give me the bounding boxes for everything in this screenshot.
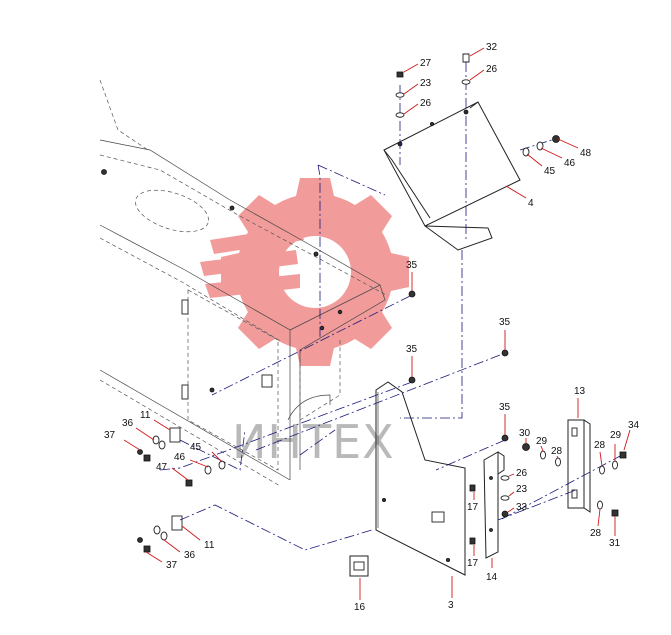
callout-35: 35 — [499, 317, 511, 328]
callout-28: 28 — [594, 440, 606, 451]
callout-28: 28 — [590, 528, 602, 539]
watermark-text: ИНТЕХ — [232, 415, 395, 469]
callout-27: 27 — [420, 58, 432, 69]
hardware — [137, 53, 627, 553]
callout-29: 29 — [610, 430, 622, 441]
callout-3: 3 — [448, 600, 454, 611]
leader-lines — [123, 47, 631, 600]
callout-33: 33 — [516, 502, 528, 513]
callout-46: 46 — [174, 452, 186, 463]
callout-31: 31 — [609, 538, 621, 549]
callout-45: 45 — [544, 166, 556, 177]
part-13-channel — [567, 419, 591, 513]
callout-11: 11 — [140, 410, 151, 421]
gear-watermark-icon — [200, 178, 409, 366]
callout-47: 47 — [156, 462, 168, 473]
callout-37: 37 — [166, 560, 178, 571]
callout-13: 13 — [574, 386, 586, 397]
main-housing — [99, 79, 389, 487]
callout-16: 16 — [354, 602, 366, 613]
callout-37: 37 — [104, 430, 116, 441]
callout-35: 35 — [406, 260, 418, 271]
callout-23: 23 — [516, 484, 528, 495]
callout-26: 26 — [420, 98, 432, 109]
callout-30: 30 — [519, 428, 531, 439]
callout-46: 46 — [564, 158, 576, 169]
callout-29: 29 — [536, 436, 548, 447]
callout-14: 14 — [486, 572, 498, 583]
callout-17: 17 — [467, 502, 479, 513]
callout-4: 4 — [528, 198, 534, 209]
callout-45: 45 — [190, 442, 202, 453]
callout-34: 34 — [628, 420, 640, 431]
callout-48: 48 — [580, 148, 592, 159]
callout-17: 17 — [467, 558, 479, 569]
callout-35: 35 — [499, 402, 511, 413]
assembly-lines — [159, 62, 623, 551]
callout-26: 26 — [516, 468, 528, 479]
part-16-latch — [349, 555, 369, 577]
part-3-panel — [375, 381, 466, 576]
callout-36: 36 — [122, 418, 134, 429]
part-4-bracket — [383, 101, 521, 251]
callout-32: 32 — [486, 42, 498, 53]
callout-36: 36 — [184, 550, 196, 561]
part-14-bracket — [483, 451, 505, 559]
callout-11: 11 — [204, 540, 215, 551]
callout-35: 35 — [406, 344, 418, 355]
part-11-hinges — [169, 427, 183, 531]
callout-26: 26 — [486, 64, 498, 75]
callout-28: 28 — [551, 446, 563, 457]
callout-labels: 27 23 26 32 26 48 46 45 4 35 35 35 35 13… — [104, 42, 640, 613]
callout-23: 23 — [420, 78, 432, 89]
